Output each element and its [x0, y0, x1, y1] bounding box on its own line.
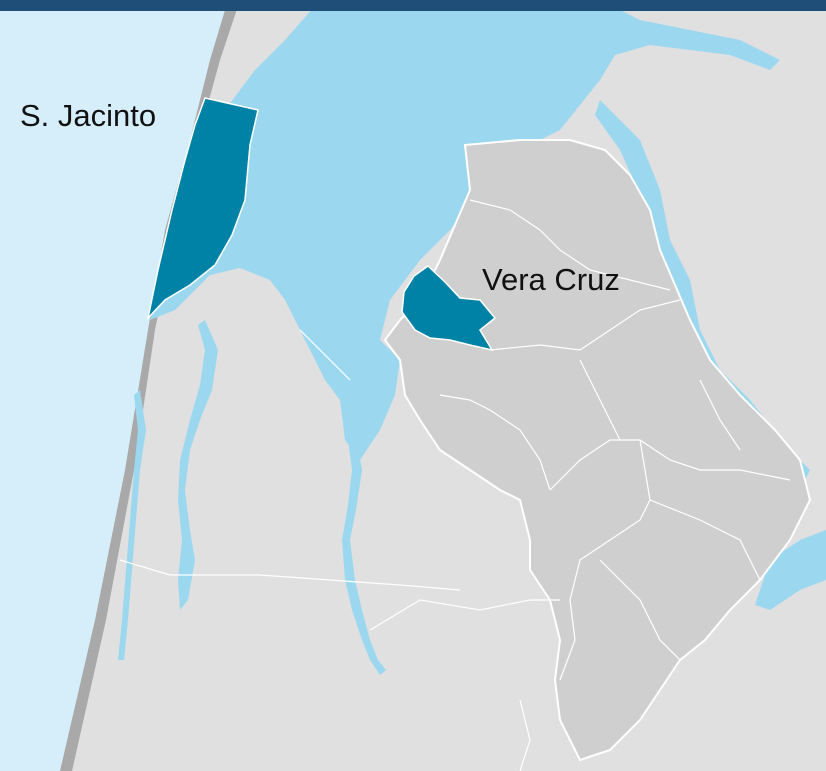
s-jacinto-region[interactable] [146, 97, 259, 321]
parish-border [579, 359, 621, 441]
parish-border [559, 439, 651, 681]
land-border [519, 699, 531, 771]
land-border [369, 599, 560, 631]
vera-cruz-region[interactable] [401, 265, 497, 352]
parish-border [599, 559, 681, 661]
river-channel-east [595, 100, 810, 480]
parish-border [649, 499, 761, 581]
parish-border [469, 199, 671, 291]
municipality-region [383, 139, 812, 762]
river-channel-north [560, 0, 780, 80]
parish-borders [439, 199, 791, 681]
land-border [119, 559, 461, 591]
river-stream-southwest [178, 320, 218, 610]
parish-border [699, 379, 741, 451]
land-border [299, 329, 351, 381]
river-stream-west [118, 390, 146, 660]
land-borders [119, 329, 560, 771]
lagoon-water [150, 0, 600, 460]
parish-border [549, 439, 791, 491]
parish-border [439, 394, 551, 491]
vera-cruz-label: Vera Cruz [482, 262, 620, 297]
river-channel-southeast [755, 530, 826, 610]
river-stream-south [342, 430, 386, 675]
parish-border [489, 299, 681, 351]
top-bar [0, 0, 826, 11]
s-jacinto-label: S. Jacinto [20, 98, 157, 133]
